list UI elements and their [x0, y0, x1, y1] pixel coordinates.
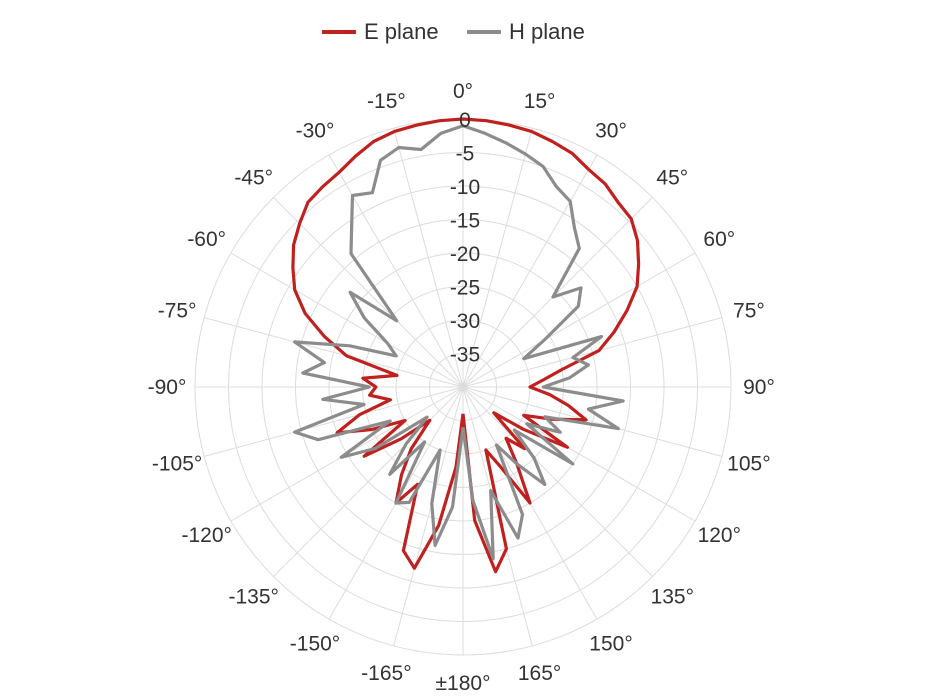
radial-tick-label: -35: [450, 344, 480, 367]
series-e-plane-line: [291, 117, 641, 574]
angle-tick-label: 75°: [733, 299, 765, 322]
angle-tick-label: -135°: [228, 585, 278, 608]
grid-spoke: [230, 252, 464, 388]
grid-spoke: [462, 252, 696, 388]
grid-spoke: [393, 386, 464, 646]
series-h-plane-line: [293, 124, 625, 561]
angle-tick-label: -120°: [181, 524, 231, 547]
angle-tick-label: -105°: [152, 453, 202, 476]
radial-tick-label: 0: [459, 109, 471, 132]
grid-spoke: [273, 197, 464, 388]
grid-spoke: [462, 128, 533, 388]
grid-spoke: [462, 154, 598, 388]
angle-tick-label: 105°: [727, 453, 770, 476]
grid-spoke: [462, 386, 722, 457]
grid-spoke: [328, 154, 464, 388]
angle-tick-label: 0°: [453, 80, 473, 103]
angle-tick-label: 150°: [589, 632, 632, 655]
angle-tick-label: 90°: [743, 376, 775, 399]
grid-spoke: [462, 386, 533, 646]
angle-tick-label: -150°: [290, 632, 340, 655]
angle-tick-label: 135°: [651, 585, 694, 608]
angle-tick-label: 45°: [656, 167, 688, 190]
grid-spoke: [462, 197, 653, 388]
grid-spoke: [204, 317, 464, 388]
series-layer: [291, 117, 641, 574]
angle-tick-label: -75°: [158, 299, 197, 322]
grid-spoke: [204, 386, 464, 457]
angle-tick-label: -165°: [361, 662, 411, 685]
angle-tick-label: -15°: [367, 90, 406, 113]
angle-tick-label: -60°: [187, 228, 226, 251]
angle-axis-labels: 0° 15° 30° 45° 60° 75° 90° 105° 120° 135° 150° 165°…: [148, 80, 775, 695]
radial-tick-label: -10: [450, 176, 480, 199]
radial-tick-label: -20: [450, 243, 480, 266]
polar-grid: [194, 118, 732, 656]
legend: E plane H plane: [322, 19, 585, 44]
radial-tick-label: -30: [450, 310, 480, 333]
angle-tick-label: -45°: [234, 167, 273, 190]
legend-label-e-plane: E plane: [364, 19, 439, 44]
radial-tick-label: -5: [456, 143, 475, 166]
radial-tick-label: -15: [450, 210, 480, 233]
radial-axis-labels: 0 -5 -10 -15 -20 -25 -30 -35: [450, 109, 480, 367]
grid-spoke: [462, 386, 653, 577]
radial-tick-label: -25: [450, 277, 480, 300]
angle-tick-label: 60°: [703, 228, 735, 251]
angle-tick-label: ±180°: [436, 672, 491, 695]
grid-spoke: [273, 386, 464, 577]
grid-spoke: [393, 128, 464, 388]
angle-tick-label: 165°: [518, 662, 561, 685]
grid-spoke: [462, 386, 696, 522]
angle-tick-label: -90°: [148, 376, 187, 399]
legend-label-h-plane: H plane: [509, 19, 585, 44]
angle-tick-label: -30°: [296, 120, 335, 143]
angle-tick-label: 120°: [698, 524, 741, 547]
angle-tick-label: 15°: [524, 90, 556, 113]
angle-tick-label: 30°: [595, 120, 627, 143]
